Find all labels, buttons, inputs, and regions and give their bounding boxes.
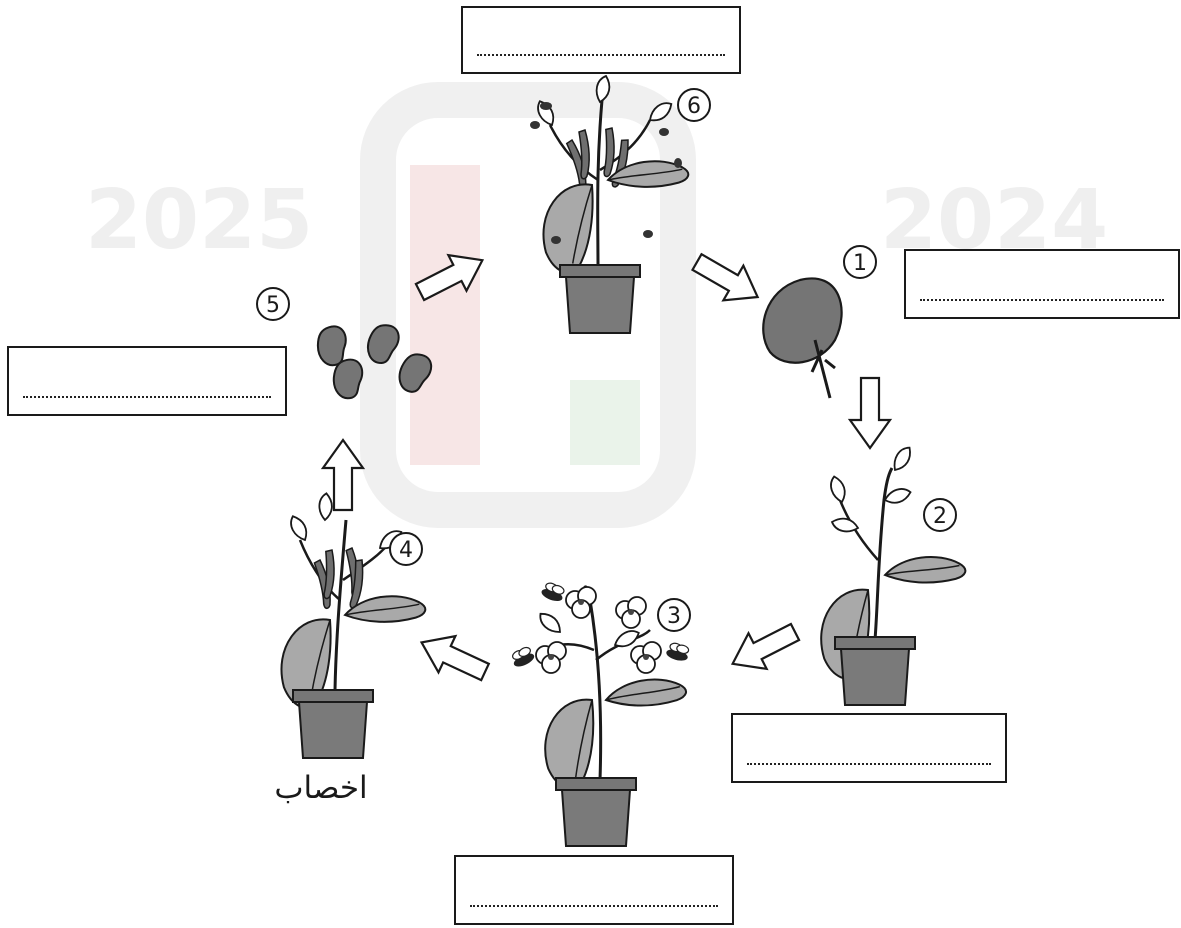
stage-1-seed [762, 277, 843, 399]
arrow-6-to-1 [685, 243, 769, 316]
svg-text:5: 5 [266, 293, 280, 318]
stage-number-3: 3 [657, 598, 691, 632]
answer-box-stage-3[interactable] [454, 855, 734, 925]
answer-blank-line [470, 905, 718, 907]
stage-4-label-fertilisation: اخصاب [274, 770, 368, 806]
answer-blank-line [23, 396, 271, 398]
watermark-year-left: 2025 [85, 173, 313, 268]
arrow-1-to-2 [848, 376, 892, 450]
stage-number-6: 6 [677, 88, 711, 122]
answer-box-stage-5[interactable] [7, 346, 287, 416]
svg-text:3: 3 [667, 604, 681, 629]
svg-text:1: 1 [853, 251, 867, 276]
answer-blank-line [747, 763, 991, 765]
stage-2-seedling [811, 443, 968, 706]
radicle [810, 339, 836, 399]
arrow-3-to-4 [412, 623, 495, 692]
stage-number-4: 4 [389, 532, 423, 566]
answer-blank-line [477, 54, 725, 56]
stage-number-5: 5 [256, 287, 290, 321]
watermark-flag-green [570, 380, 640, 465]
stage-number-2: 2 [923, 498, 957, 532]
answer-box-stage-6[interactable] [461, 6, 741, 74]
answer-box-stage-2[interactable] [731, 713, 1007, 783]
watermark-flag-red [410, 165, 480, 465]
svg-text:2: 2 [933, 504, 947, 529]
answer-blank-line [920, 299, 1164, 301]
answer-box-stage-1[interactable] [904, 249, 1180, 319]
watermark-phone-shape [360, 82, 696, 528]
svg-text:6: 6 [687, 94, 701, 119]
stage-6-mature-plant [530, 75, 691, 334]
stage-3-flowering [508, 580, 692, 847]
seed-coat [762, 277, 843, 364]
arrow-2-to-3 [722, 613, 806, 683]
stage-number-1: 1 [843, 245, 877, 279]
stage-4-pods [273, 491, 428, 759]
svg-text:4: 4 [399, 538, 413, 563]
